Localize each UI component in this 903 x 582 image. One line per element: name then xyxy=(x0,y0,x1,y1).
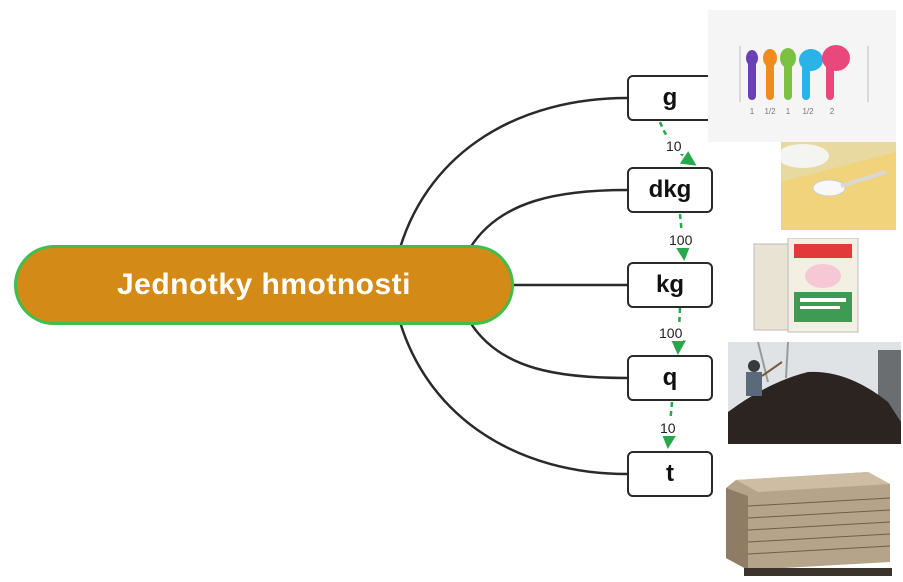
spoon-label: 1/2 xyxy=(802,107,814,116)
measuring-spoons-image: 1 1/2 1 1/2 2 xyxy=(708,10,896,142)
branch-line-g xyxy=(398,96,628,249)
unit-node-q: q xyxy=(627,355,713,401)
spoon-label: 1 xyxy=(750,107,755,116)
spoon-of-sugar-image xyxy=(781,142,896,230)
factor-label-g-dkg: 10 xyxy=(665,138,683,154)
factor-label-kg-q: 100 xyxy=(658,325,684,341)
soil-pile-image xyxy=(728,342,901,444)
pallet-of-bricks-image xyxy=(718,466,898,580)
branch-line-q xyxy=(468,321,628,380)
factor-label-dkg-kg: 100 xyxy=(668,232,694,248)
spoon-label: 1 xyxy=(786,107,791,116)
unit-node-g: g xyxy=(627,75,713,121)
unit-node-t: t xyxy=(627,451,713,497)
root-label: Jednotky hmotnosti xyxy=(116,268,411,301)
factor-label-q-t: 10 xyxy=(659,420,677,436)
branch-line-t xyxy=(398,321,628,476)
spoon-label: 2 xyxy=(830,107,835,116)
branch-line-dkg xyxy=(468,188,628,249)
flour-bag-image xyxy=(752,238,862,336)
unit-node-kg: kg xyxy=(627,262,713,308)
unit-node-dkg: dkg xyxy=(627,167,713,213)
spoon-label: 1/2 xyxy=(764,107,776,116)
root-node: Jednotky hmotnosti xyxy=(14,245,514,325)
